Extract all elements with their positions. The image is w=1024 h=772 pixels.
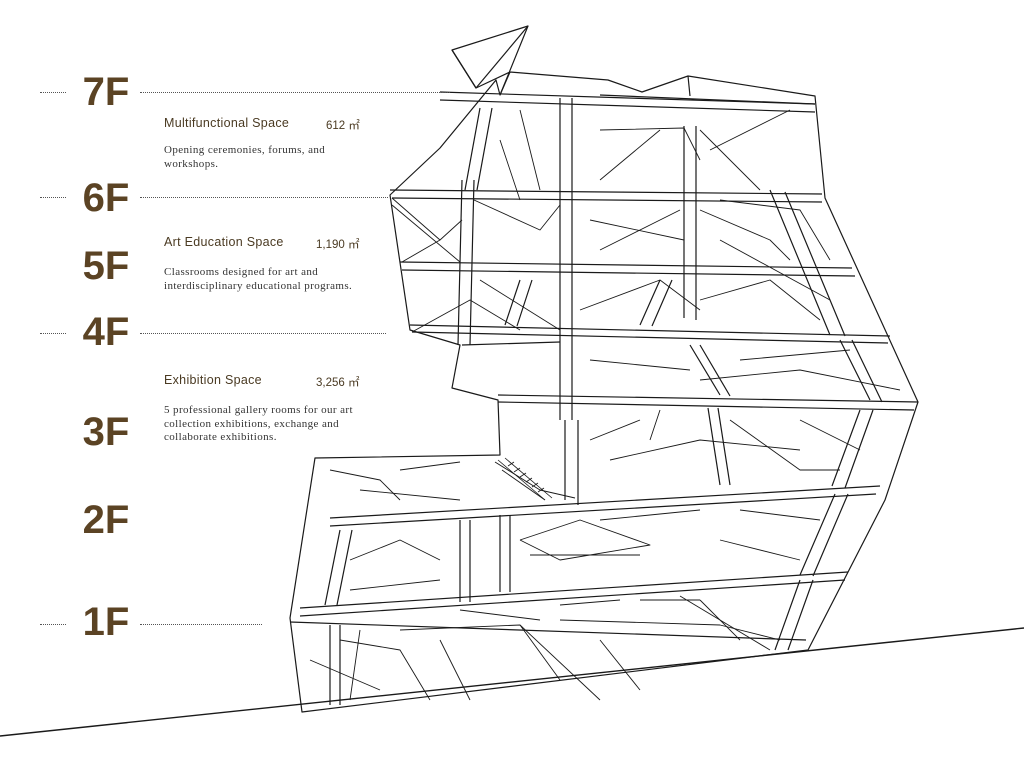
section-area-art-education: 1,190 ㎡ xyxy=(316,239,360,251)
floor-label-4f: 4F xyxy=(82,310,130,354)
section-title-exhibition: Exhibition Space xyxy=(164,373,262,387)
roof-peak xyxy=(451,25,816,105)
section-area-multifunctional: 612 ㎡ xyxy=(326,120,360,132)
interior-facets xyxy=(309,109,901,701)
floor-label-5f: 5F xyxy=(82,244,130,288)
leader-6f-right xyxy=(140,197,388,198)
section-desc-art-education: Classrooms designed for art and interdis… xyxy=(164,266,353,292)
section-desc-exhibition: 5 professional gallery rooms for our art… xyxy=(164,404,353,443)
leader-7f-left xyxy=(40,92,66,93)
leader-1f-left xyxy=(40,624,66,625)
leader-4f-right xyxy=(140,333,386,334)
floor-label-7f: 7F xyxy=(82,70,130,114)
floor-label-2f: 2F xyxy=(82,498,130,542)
section-title-multifunctional: Multifunctional Space xyxy=(164,116,290,130)
leader-7f-right xyxy=(140,92,450,93)
floor-slabs xyxy=(289,91,919,641)
building-outline xyxy=(289,25,919,713)
stair xyxy=(497,457,553,501)
floor-label-1f: 1F xyxy=(82,600,130,644)
leader-1f-right xyxy=(140,624,262,625)
section-title-art-education: Art Education Space xyxy=(164,235,284,249)
section-area-exhibition: 3,256 ㎡ xyxy=(316,377,360,389)
floor-label-3f: 3F xyxy=(82,410,130,454)
columns xyxy=(324,98,883,705)
leader-4f-left xyxy=(40,333,66,334)
ground-line xyxy=(0,627,1024,737)
section-desc-multifunctional: Opening ceremonies, forums, and workshop… xyxy=(164,144,326,170)
floor-label-6f: 6F xyxy=(82,176,130,220)
leader-6f-left xyxy=(40,197,66,198)
